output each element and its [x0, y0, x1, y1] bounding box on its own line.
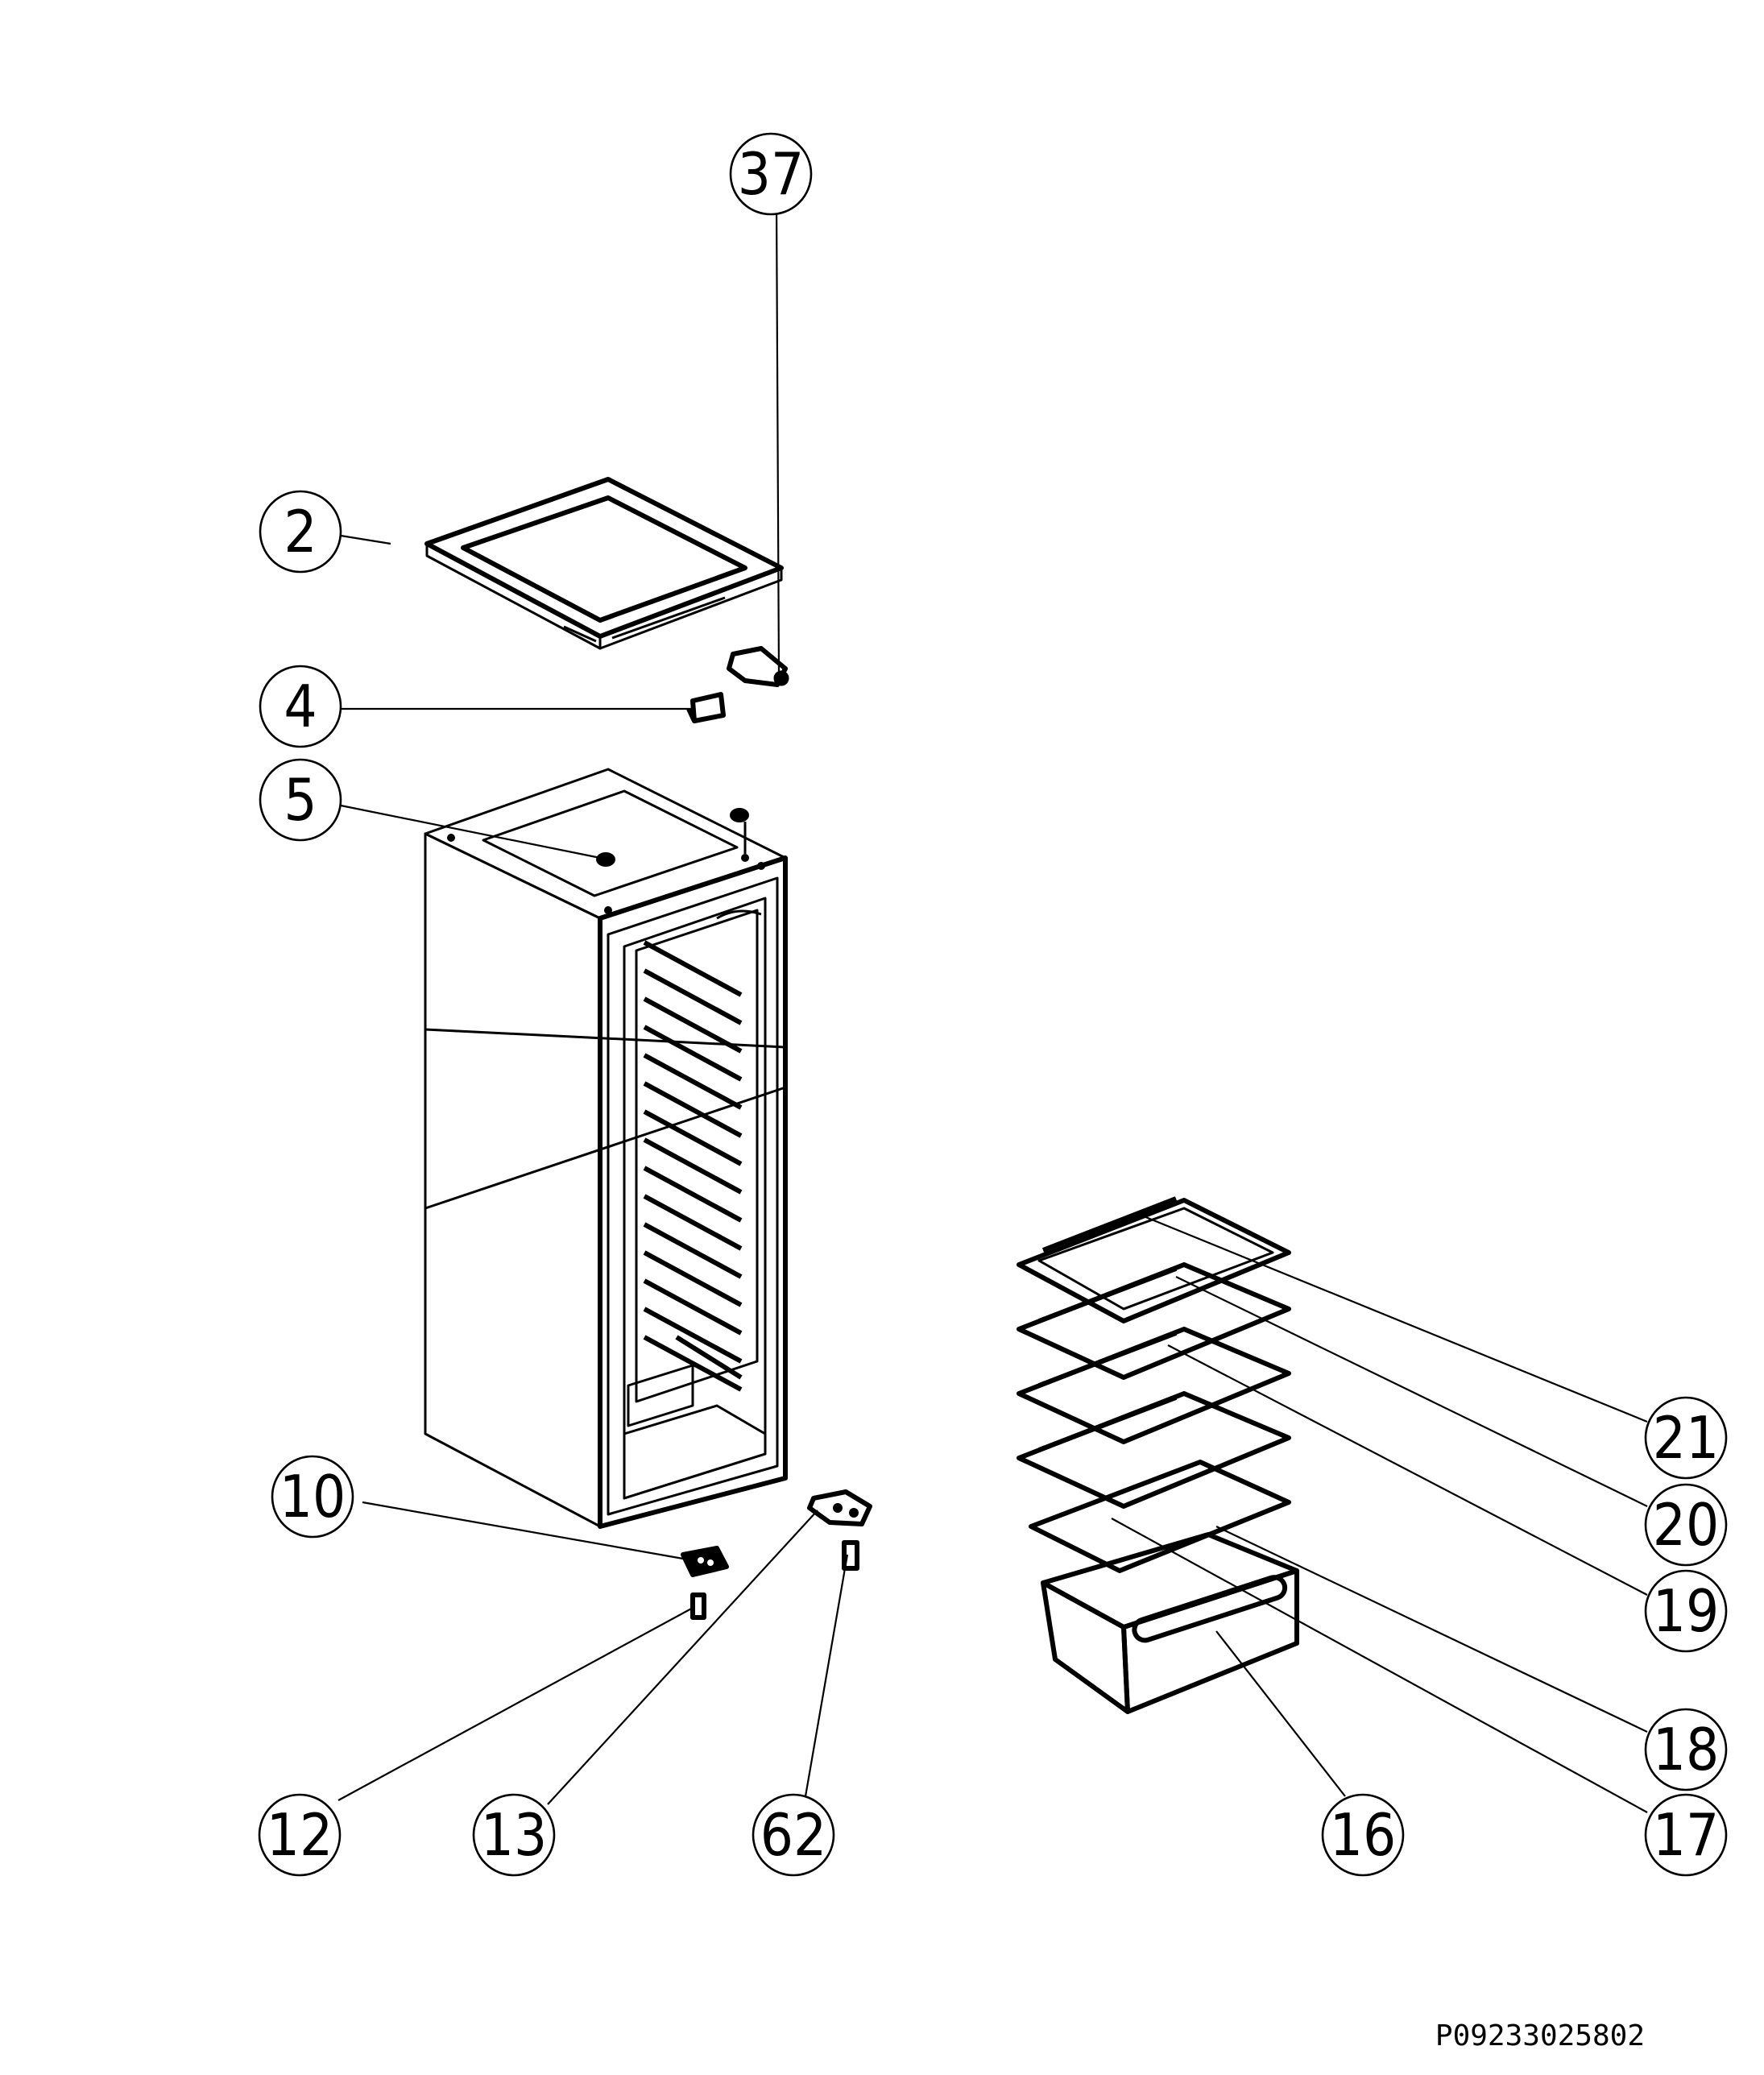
- foot-screw-part: [690, 1592, 706, 1620]
- svg-text:5: 5: [284, 766, 317, 834]
- foot-plate-part: [681, 1546, 729, 1577]
- svg-text:16: 16: [1330, 1801, 1396, 1869]
- drawer-part: [1041, 1532, 1299, 1714]
- callout-4: 4: [259, 665, 342, 748]
- callout-12: 12: [258, 1793, 342, 1877]
- svg-text:12: 12: [267, 1801, 333, 1869]
- cabinet-ribs: [643, 940, 743, 1392]
- bottom-hinge-part: [807, 1489, 872, 1526]
- svg-text:10: 10: [280, 1463, 346, 1530]
- leader-lines: [337, 201, 1648, 1813]
- callout-10: 10: [271, 1455, 354, 1539]
- callout-19: 19: [1644, 1569, 1728, 1653]
- document-code: P09233025802: [1435, 2019, 1645, 2052]
- svg-text:37: 37: [738, 140, 804, 208]
- callout-21: 21: [1644, 1396, 1728, 1480]
- callout-37: 37: [729, 132, 813, 216]
- svg-text:20: 20: [1653, 1491, 1719, 1559]
- svg-text:62: 62: [760, 1801, 826, 1869]
- hinge-pin-part: [842, 1540, 859, 1571]
- svg-text:4: 4: [284, 673, 317, 740]
- shelf-20: [1017, 1262, 1291, 1380]
- svg-text:2: 2: [284, 498, 317, 565]
- top-cover-part: [424, 477, 784, 650]
- callout-16: 16: [1321, 1793, 1405, 1877]
- callout-18: 18: [1644, 1708, 1728, 1791]
- callout-5: 5: [259, 758, 342, 842]
- svg-text:17: 17: [1653, 1801, 1719, 1869]
- shelf-17: [1029, 1460, 1291, 1573]
- callout-62: 62: [752, 1793, 835, 1877]
- svg-text:21: 21: [1653, 1404, 1719, 1472]
- svg-text:13: 13: [481, 1801, 547, 1869]
- svg-text:19: 19: [1653, 1577, 1719, 1645]
- callout-13: 13: [472, 1793, 556, 1877]
- svg-text:18: 18: [1653, 1716, 1719, 1783]
- cabinet-part: [424, 768, 788, 1529]
- callout-17: 17: [1644, 1793, 1728, 1877]
- callout-2: 2: [259, 490, 342, 574]
- shelf-19: [1017, 1327, 1291, 1444]
- bracket-part: [686, 692, 726, 723]
- shelf-18: [1017, 1391, 1291, 1509]
- callout-20: 20: [1644, 1483, 1728, 1567]
